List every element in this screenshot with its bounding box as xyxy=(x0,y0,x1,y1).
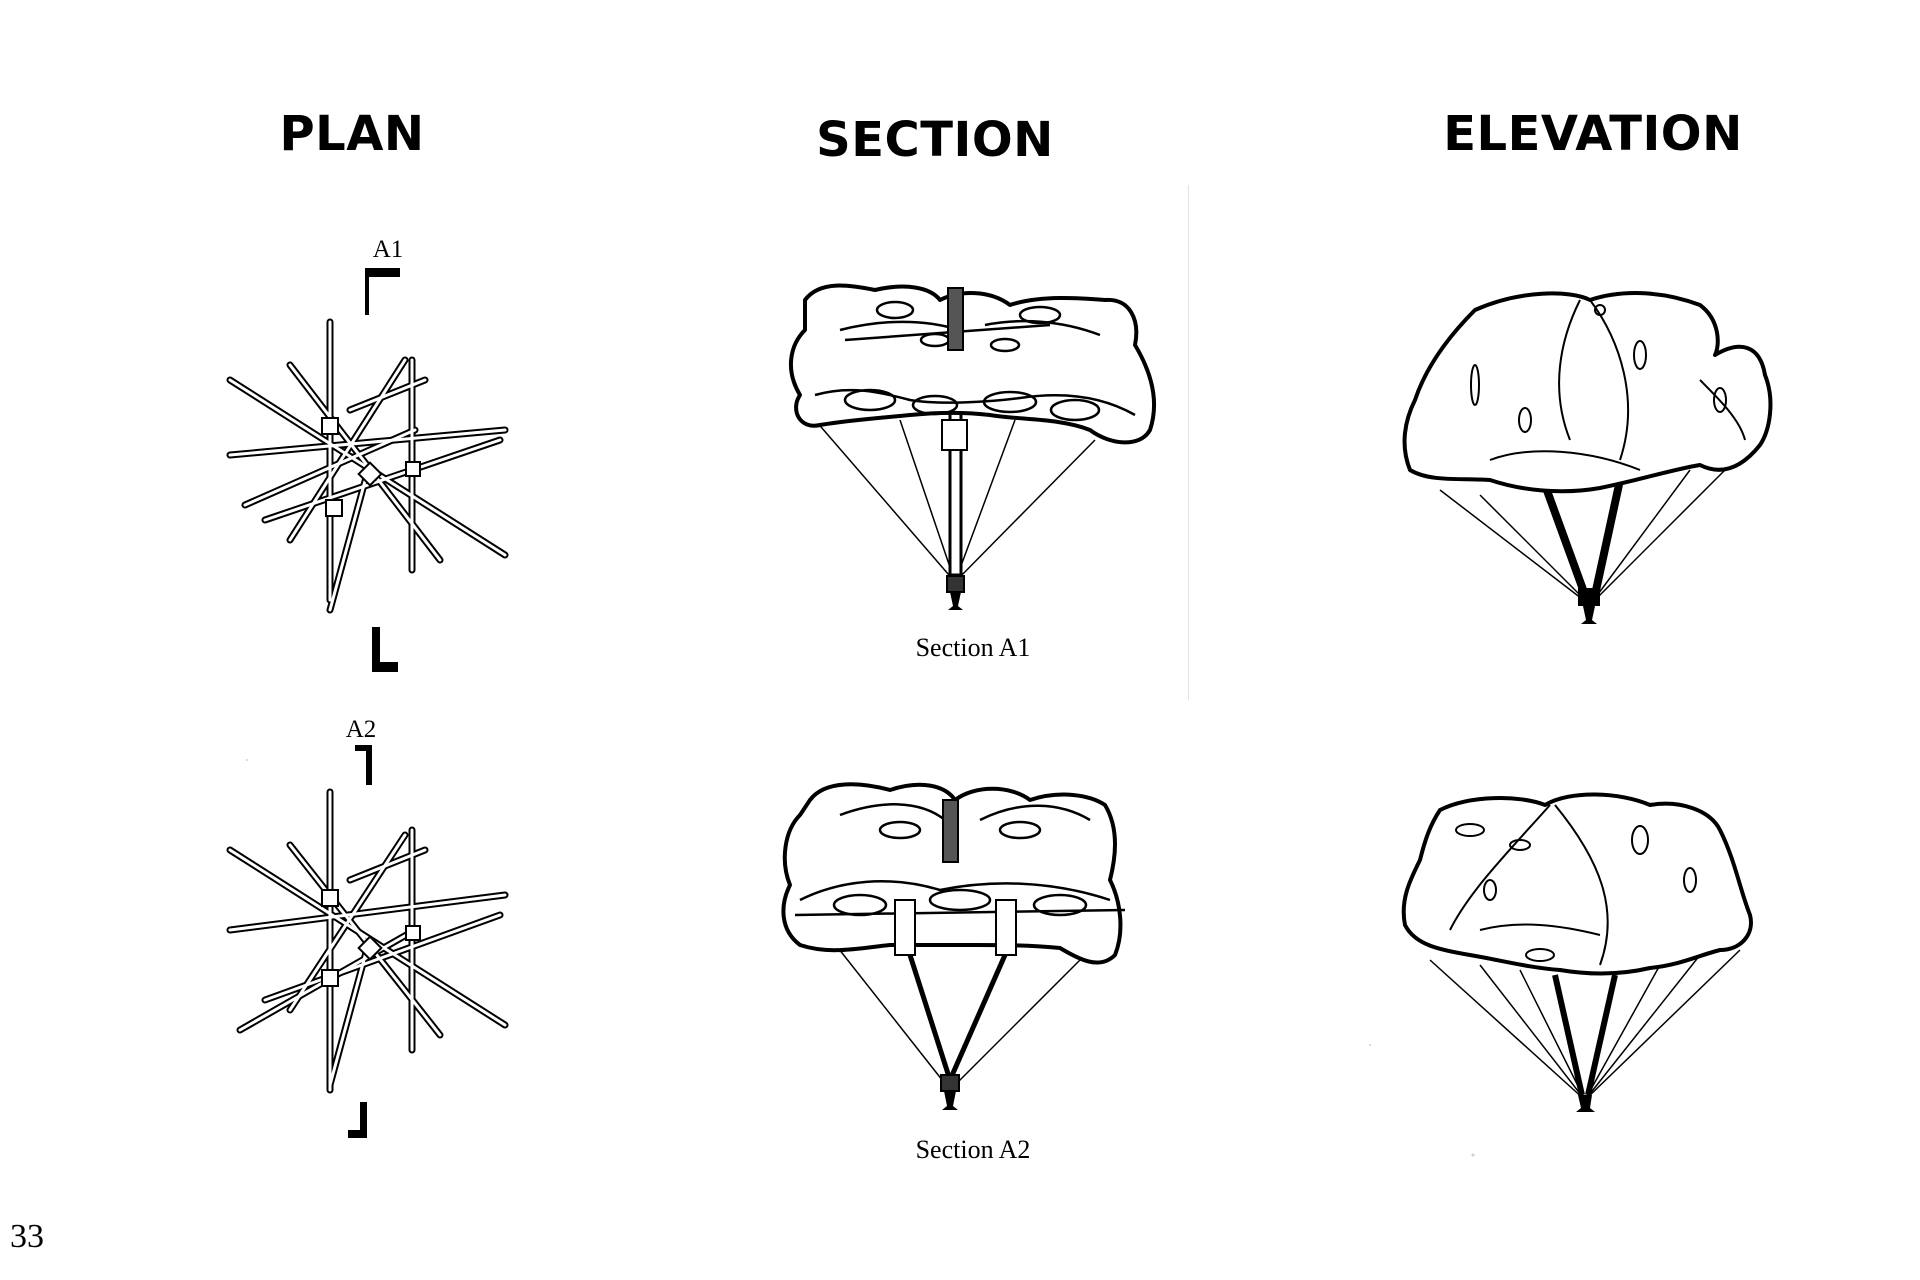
section-a2-drawing xyxy=(781,782,1126,1110)
plan-a1-drawing xyxy=(226,268,509,672)
cut-label-a1: A1 xyxy=(372,236,404,263)
plan-a2-drawing xyxy=(226,745,509,1138)
cut-marker-a1-top xyxy=(365,268,400,315)
caption-section-a1: Section A1 xyxy=(915,633,1031,662)
cut-label-a2: A2 xyxy=(345,716,377,743)
page-number: 33 xyxy=(10,1218,44,1255)
column-divider xyxy=(1188,185,1189,700)
scan-specks xyxy=(246,759,1475,1157)
elevation-bottom-drawing xyxy=(1401,792,1753,1112)
heading-elevation: ELEVATION xyxy=(1443,106,1743,162)
heading-section: SECTION xyxy=(816,112,1054,168)
heading-plan: PLAN xyxy=(279,106,425,162)
cut-marker-a2-bottom xyxy=(348,1102,367,1138)
section-a1-drawing xyxy=(788,283,1157,610)
caption-section-a2: Section A2 xyxy=(915,1135,1031,1164)
elevation-top-drawing xyxy=(1402,291,1773,624)
cut-marker-a1-bottom xyxy=(372,627,398,672)
cut-marker-a2-top xyxy=(355,745,372,785)
